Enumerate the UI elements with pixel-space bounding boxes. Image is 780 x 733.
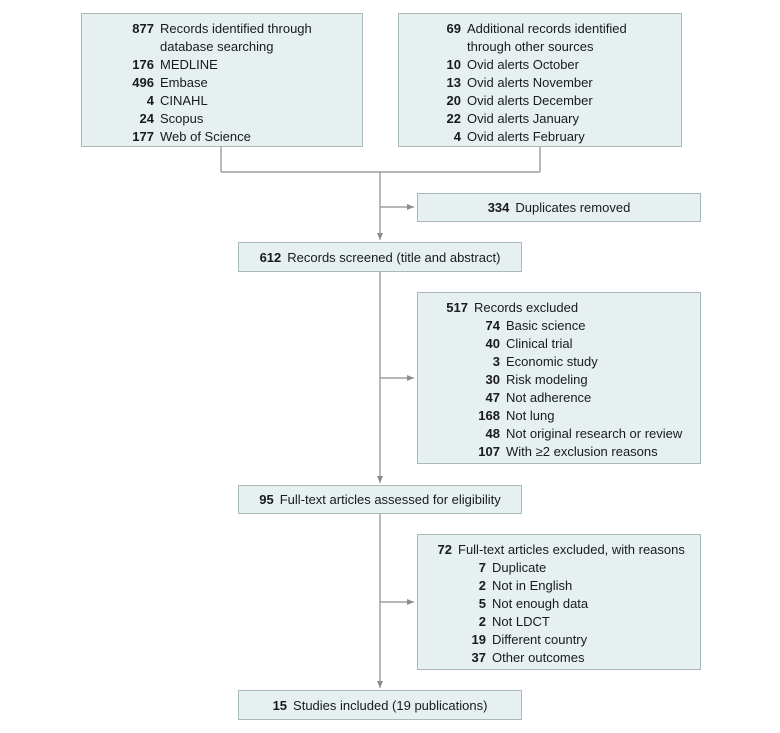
excluded-fulltext-label: Full-text articles excluded, with reason… <box>458 542 685 557</box>
excluded-fulltext-header: 72 Full-text articles excluded, with rea… <box>430 541 700 559</box>
other-sources-total: 69 <box>446 21 461 36</box>
excluded-records-header: 517 Records excluded <box>438 299 700 317</box>
db-search-total: 877 <box>132 21 154 36</box>
screened-box: 612 Records screened (title and abstract… <box>238 242 522 272</box>
db-search-header: 877 Records identified through database … <box>118 20 362 56</box>
screened-label: Records screened (title and abstract) <box>287 249 501 265</box>
screened-count: 612 <box>259 249 282 265</box>
included-label: Studies included (19 publications) <box>293 697 488 713</box>
other-sources-header: 69 Additional records identified through… <box>427 20 681 56</box>
fulltext-box: 95 Full-text articles assessed for eligi… <box>238 485 522 514</box>
duplicates-count: 334 <box>487 200 510 215</box>
other-sources-label: Additional records identified through ot… <box>467 21 627 54</box>
included-box: 15 Studies included (19 publications) <box>238 690 522 720</box>
fulltext-label: Full-text articles assessed for eligibil… <box>279 492 501 507</box>
included-count: 15 <box>272 697 288 713</box>
db-search-box: 877 Records identified through database … <box>81 13 363 147</box>
other-sources-box: 69 Additional records identified through… <box>398 13 682 147</box>
fulltext-count: 95 <box>259 492 274 507</box>
duplicates-label: Duplicates removed <box>515 200 631 215</box>
db-search-label: Records identified through database sear… <box>160 21 312 54</box>
excluded-fulltext-box: 72 Full-text articles excluded, with rea… <box>417 534 701 670</box>
excluded-fulltext-total: 72 <box>437 542 452 557</box>
duplicates-box: 334 Duplicates removed <box>417 193 701 222</box>
excluded-records-label: Records excluded <box>474 300 579 315</box>
excluded-records-total: 517 <box>446 300 468 315</box>
